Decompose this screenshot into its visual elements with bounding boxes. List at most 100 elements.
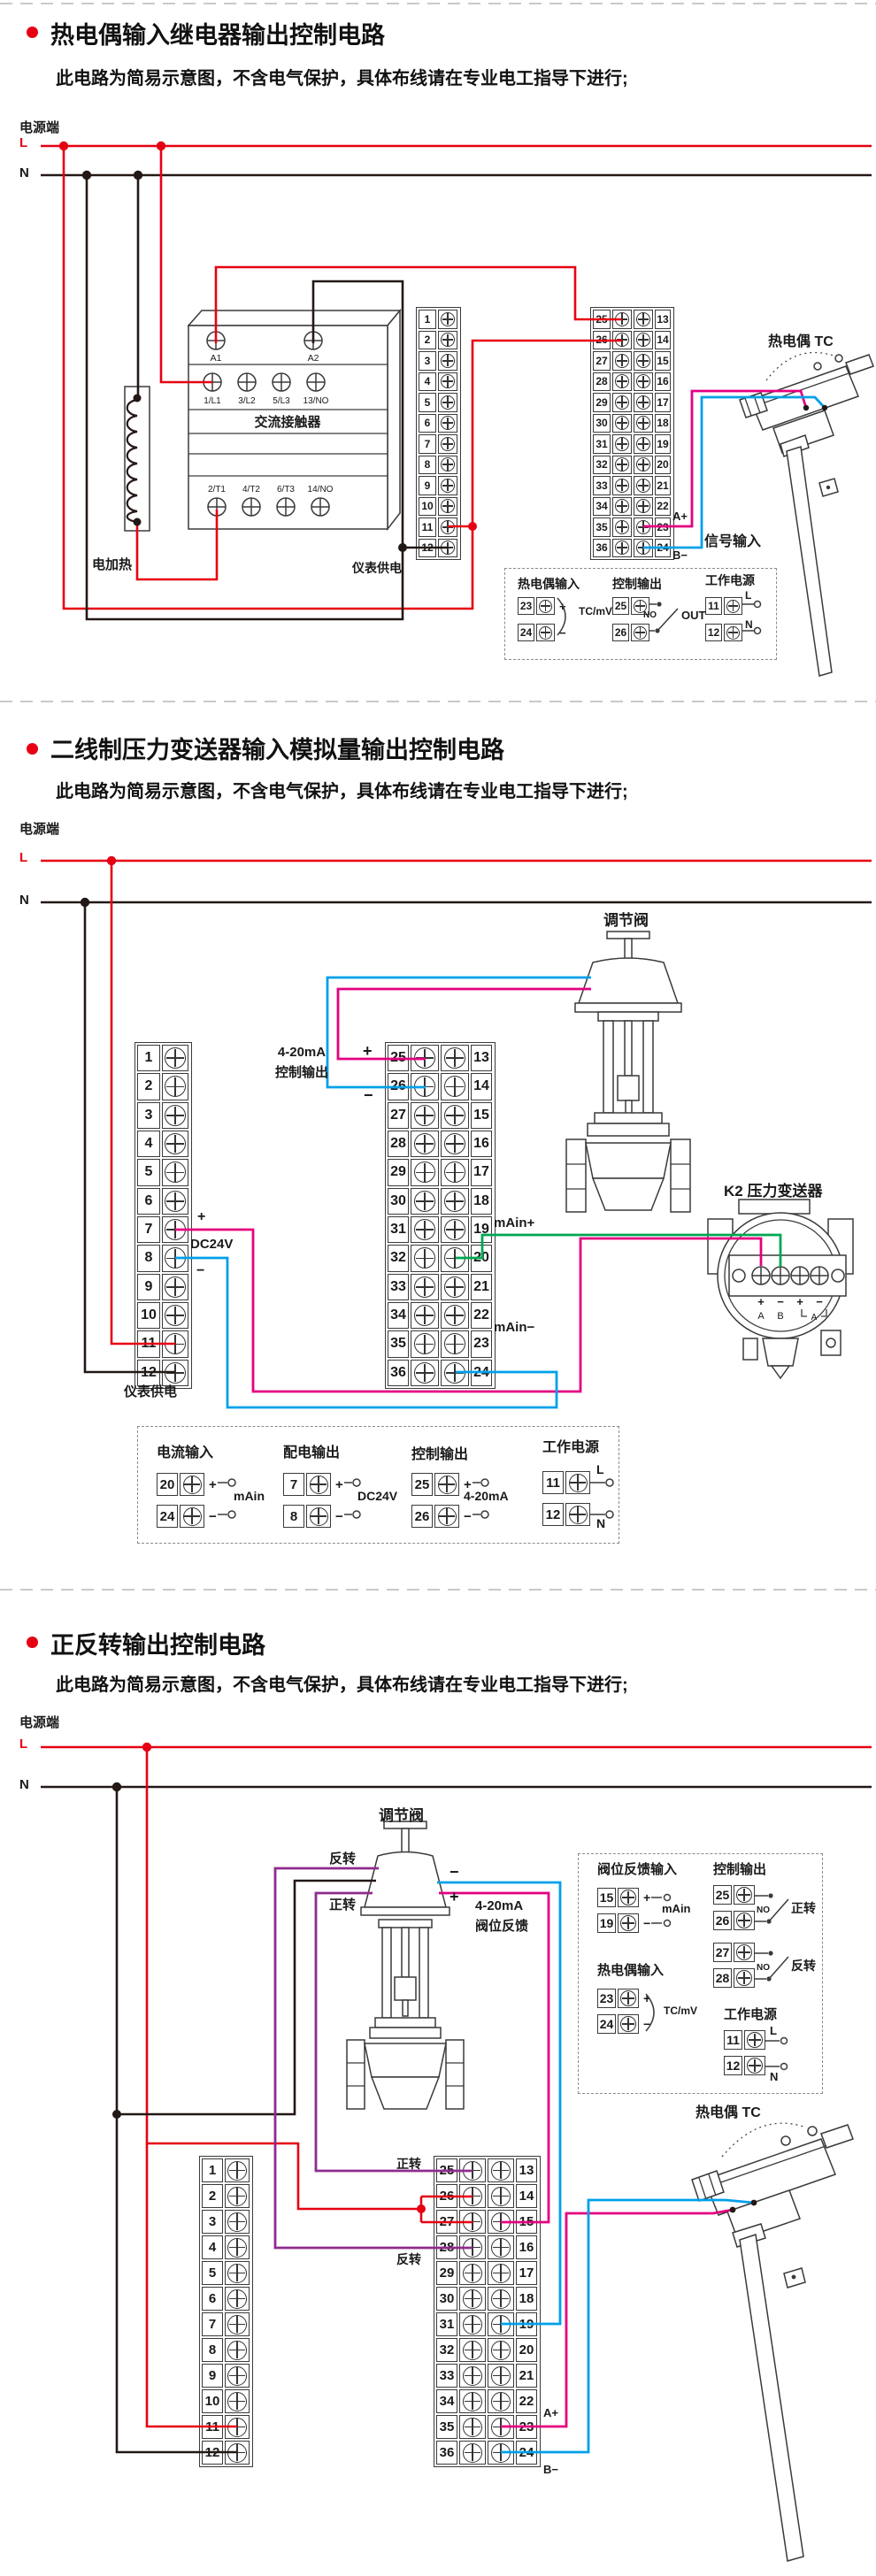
terminal-row: 25 13 <box>388 1045 493 1072</box>
terminal-row: 32 20 <box>593 455 672 474</box>
strip-reverse-label: 反转 <box>396 2252 421 2266</box>
power-end-label: 电源端 <box>19 1715 60 1730</box>
screw-terminal-icon <box>434 1473 459 1496</box>
legend-terminal-row: 8 − <box>283 1505 343 1528</box>
screw-terminal-icon <box>488 2389 514 2413</box>
screw-terminal-icon <box>441 1045 469 1072</box>
legend-n-label: N <box>745 618 753 631</box>
terminal-row: 7 <box>419 434 458 454</box>
screw-terminal-icon <box>565 1471 590 1494</box>
line-l-label: L <box>19 135 28 150</box>
control-valve <box>565 931 691 1213</box>
screw-terminal-icon <box>411 1301 439 1330</box>
screw-terminal-icon <box>162 1159 188 1186</box>
legend-control-output: 控制输出 25 26 <box>612 575 662 641</box>
terminal-row: 31 19 <box>593 434 672 454</box>
screw-terminal-icon <box>459 2364 486 2388</box>
s3-forward-wire <box>314 1891 473 2173</box>
legend-control-output: 控制输出 25 + 26 − <box>411 1442 472 1528</box>
screw-terminal-icon <box>225 2287 250 2311</box>
terminal-row: 11 <box>137 1330 189 1358</box>
terminal-row: 9 <box>137 1273 189 1300</box>
svg-text:1/L1: 1/L1 <box>204 396 221 406</box>
transmitter-label: K2 压力变送器 <box>724 1183 823 1200</box>
screw-terminal-icon <box>488 2441 514 2465</box>
terminal-row: 35 23 <box>593 518 672 537</box>
legend-working-power: 工作电源 11 12 <box>724 2005 777 2075</box>
main-plus-label: mAin+ <box>494 1215 535 1230</box>
legend-no-label: NO <box>757 1963 770 1973</box>
screw-terminal-icon <box>225 2158 250 2182</box>
screw-terminal-icon <box>411 1245 439 1272</box>
line-l-label: L <box>19 1736 28 1752</box>
terminal-row: 29 17 <box>436 2261 538 2285</box>
b-minus-label: B− <box>543 2463 558 2476</box>
screw-terminal-icon <box>411 1215 439 1244</box>
screw-terminal-icon <box>162 1045 188 1072</box>
screw-terminal-icon <box>162 1215 188 1244</box>
screw-terminal-icon <box>634 538 653 557</box>
screw-terminal-icon <box>434 1505 459 1528</box>
screw-terminal-icon <box>488 2312 514 2336</box>
terminal-row: 11 <box>202 2415 250 2439</box>
terminal-row: 8 <box>137 1245 189 1272</box>
screw-terminal-icon <box>565 1503 590 1526</box>
electric-heater <box>124 386 150 532</box>
legend-terminal-row: 26 − <box>411 1505 472 1528</box>
a-plus-label: A+ <box>672 510 688 523</box>
s1-red-wires <box>62 146 622 610</box>
legend-terminal-row: 25 + <box>411 1473 472 1496</box>
screw-terminal-icon <box>225 2415 250 2439</box>
screw-terminal-icon <box>612 455 632 474</box>
svg-text:A1: A1 <box>211 353 222 364</box>
legend-forward-tag: 正转 <box>791 1901 816 1915</box>
terminal-row: 7 <box>137 1215 189 1244</box>
control-valve <box>346 1821 465 2110</box>
terminal-row: 2 <box>137 1073 189 1100</box>
legend-tc-input: 热电偶输入 23 + 24 − <box>597 1960 664 2034</box>
terminal-row: 28 16 <box>593 372 672 391</box>
screw-terminal-icon <box>441 1101 469 1129</box>
screw-terminal-icon <box>411 1359 439 1386</box>
terminal-row: 25 13 <box>436 2158 538 2182</box>
terminal-row: 30 18 <box>436 2287 538 2311</box>
legend-terminal-row: 7 + <box>283 1473 343 1496</box>
svg-text:2/T1: 2/T1 <box>208 485 226 494</box>
screw-terminal-icon <box>438 372 457 391</box>
screw-terminal-icon <box>438 413 457 433</box>
terminal-row: 8 <box>202 2338 250 2362</box>
thermocouple-label: 热电偶 TC <box>695 2105 761 2120</box>
screw-terminal-icon <box>411 1101 439 1129</box>
screw-terminal-icon <box>734 1968 755 1988</box>
valve-forward-label: 正转 <box>329 1898 357 1913</box>
screw-terminal-icon <box>438 538 457 557</box>
screw-terminal-icon <box>225 2210 250 2234</box>
section2-subtitle: 此电路为简易示意图，不含电气保护，具体布线请在专业电工指导下进行; <box>56 782 628 801</box>
plus-mark: + <box>197 1209 206 1224</box>
ctrl-out-label-2: 控制输出 <box>274 1065 328 1080</box>
legend-reverse-tag: 反转 <box>791 1959 816 1973</box>
svg-text:4/T2: 4/T2 <box>242 485 260 494</box>
terminal-row: 31 19 <box>388 1215 493 1244</box>
signal-input-label: 信号输入 <box>704 534 762 549</box>
screw-terminal-icon <box>488 2287 514 2311</box>
legend-420-tag: 4-20mA <box>464 1489 509 1503</box>
s1-black-wires <box>85 175 448 621</box>
screw-terminal-icon <box>612 538 632 557</box>
terminal-row: 32 20 <box>388 1245 493 1272</box>
terminal-row: 26 14 <box>388 1073 493 1100</box>
screw-terminal-icon <box>441 1187 469 1215</box>
screw-terminal-icon <box>634 434 653 454</box>
screw-terminal-icon <box>180 1505 204 1528</box>
line-n-label: N <box>19 1777 29 1792</box>
legend-terminal-row: 11 <box>705 597 755 615</box>
b-minus-label: B− <box>672 548 688 562</box>
terminal-row: 1 <box>419 310 458 329</box>
terminal-legend-box-1 <box>504 568 777 660</box>
section2-bullet-icon <box>27 743 38 755</box>
screw-terminal-icon <box>634 330 653 349</box>
terminal-row: 5 <box>137 1159 189 1186</box>
valve-reverse-label: 反转 <box>329 1852 357 1867</box>
section1-bullet-icon <box>27 27 38 38</box>
screw-terminal-icon <box>488 2210 514 2234</box>
